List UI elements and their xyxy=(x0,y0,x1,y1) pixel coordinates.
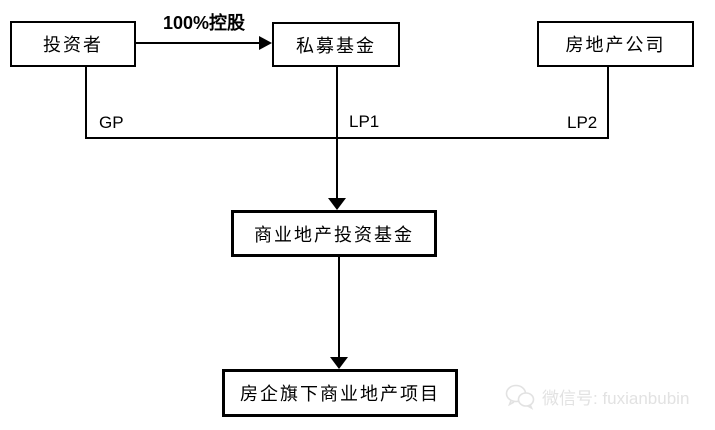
connector-investor-gp xyxy=(85,66,87,138)
node-pe-fund: 私募基金 xyxy=(272,22,400,67)
node-re-company-label: 房地产公司 xyxy=(565,35,666,55)
edge-label-gp: GP xyxy=(99,113,124,132)
arrowhead-fund-project xyxy=(330,357,348,369)
wechat-icon xyxy=(505,383,535,410)
edge-label-100-holding: 100%控股 xyxy=(163,13,246,33)
node-investor: 投资者 xyxy=(10,21,136,67)
node-investor-label: 投资者 xyxy=(43,35,103,55)
node-commercial-fund: 商业地产投资基金 xyxy=(231,210,437,257)
edge-label-lp2: LP2 xyxy=(567,113,598,132)
node-re-company: 房地产公司 xyxy=(537,21,694,67)
arrowhead-investor-pefund xyxy=(259,36,272,50)
watermark-text: 微信号: fuxianbubin xyxy=(542,389,690,408)
node-project: 房企旗下商业地产项目 xyxy=(222,369,458,417)
connector-recompany-lp2 xyxy=(607,66,609,138)
watermark: 微信号: fuxianbubin xyxy=(505,383,689,410)
node-commercial-fund-label: 商业地产投资基金 xyxy=(254,224,414,245)
edge-label-lp1: LP1 xyxy=(349,112,380,131)
connector-pefund-fund xyxy=(336,66,338,198)
connector-investor-pefund xyxy=(136,42,260,44)
node-pe-fund-label: 私募基金 xyxy=(296,35,376,56)
node-project-label: 房企旗下商业地产项目 xyxy=(240,384,440,404)
arrowhead-pefund-fund xyxy=(328,198,346,210)
connector-fund-project xyxy=(338,257,340,357)
connector-gp-lp-bus xyxy=(85,137,609,139)
